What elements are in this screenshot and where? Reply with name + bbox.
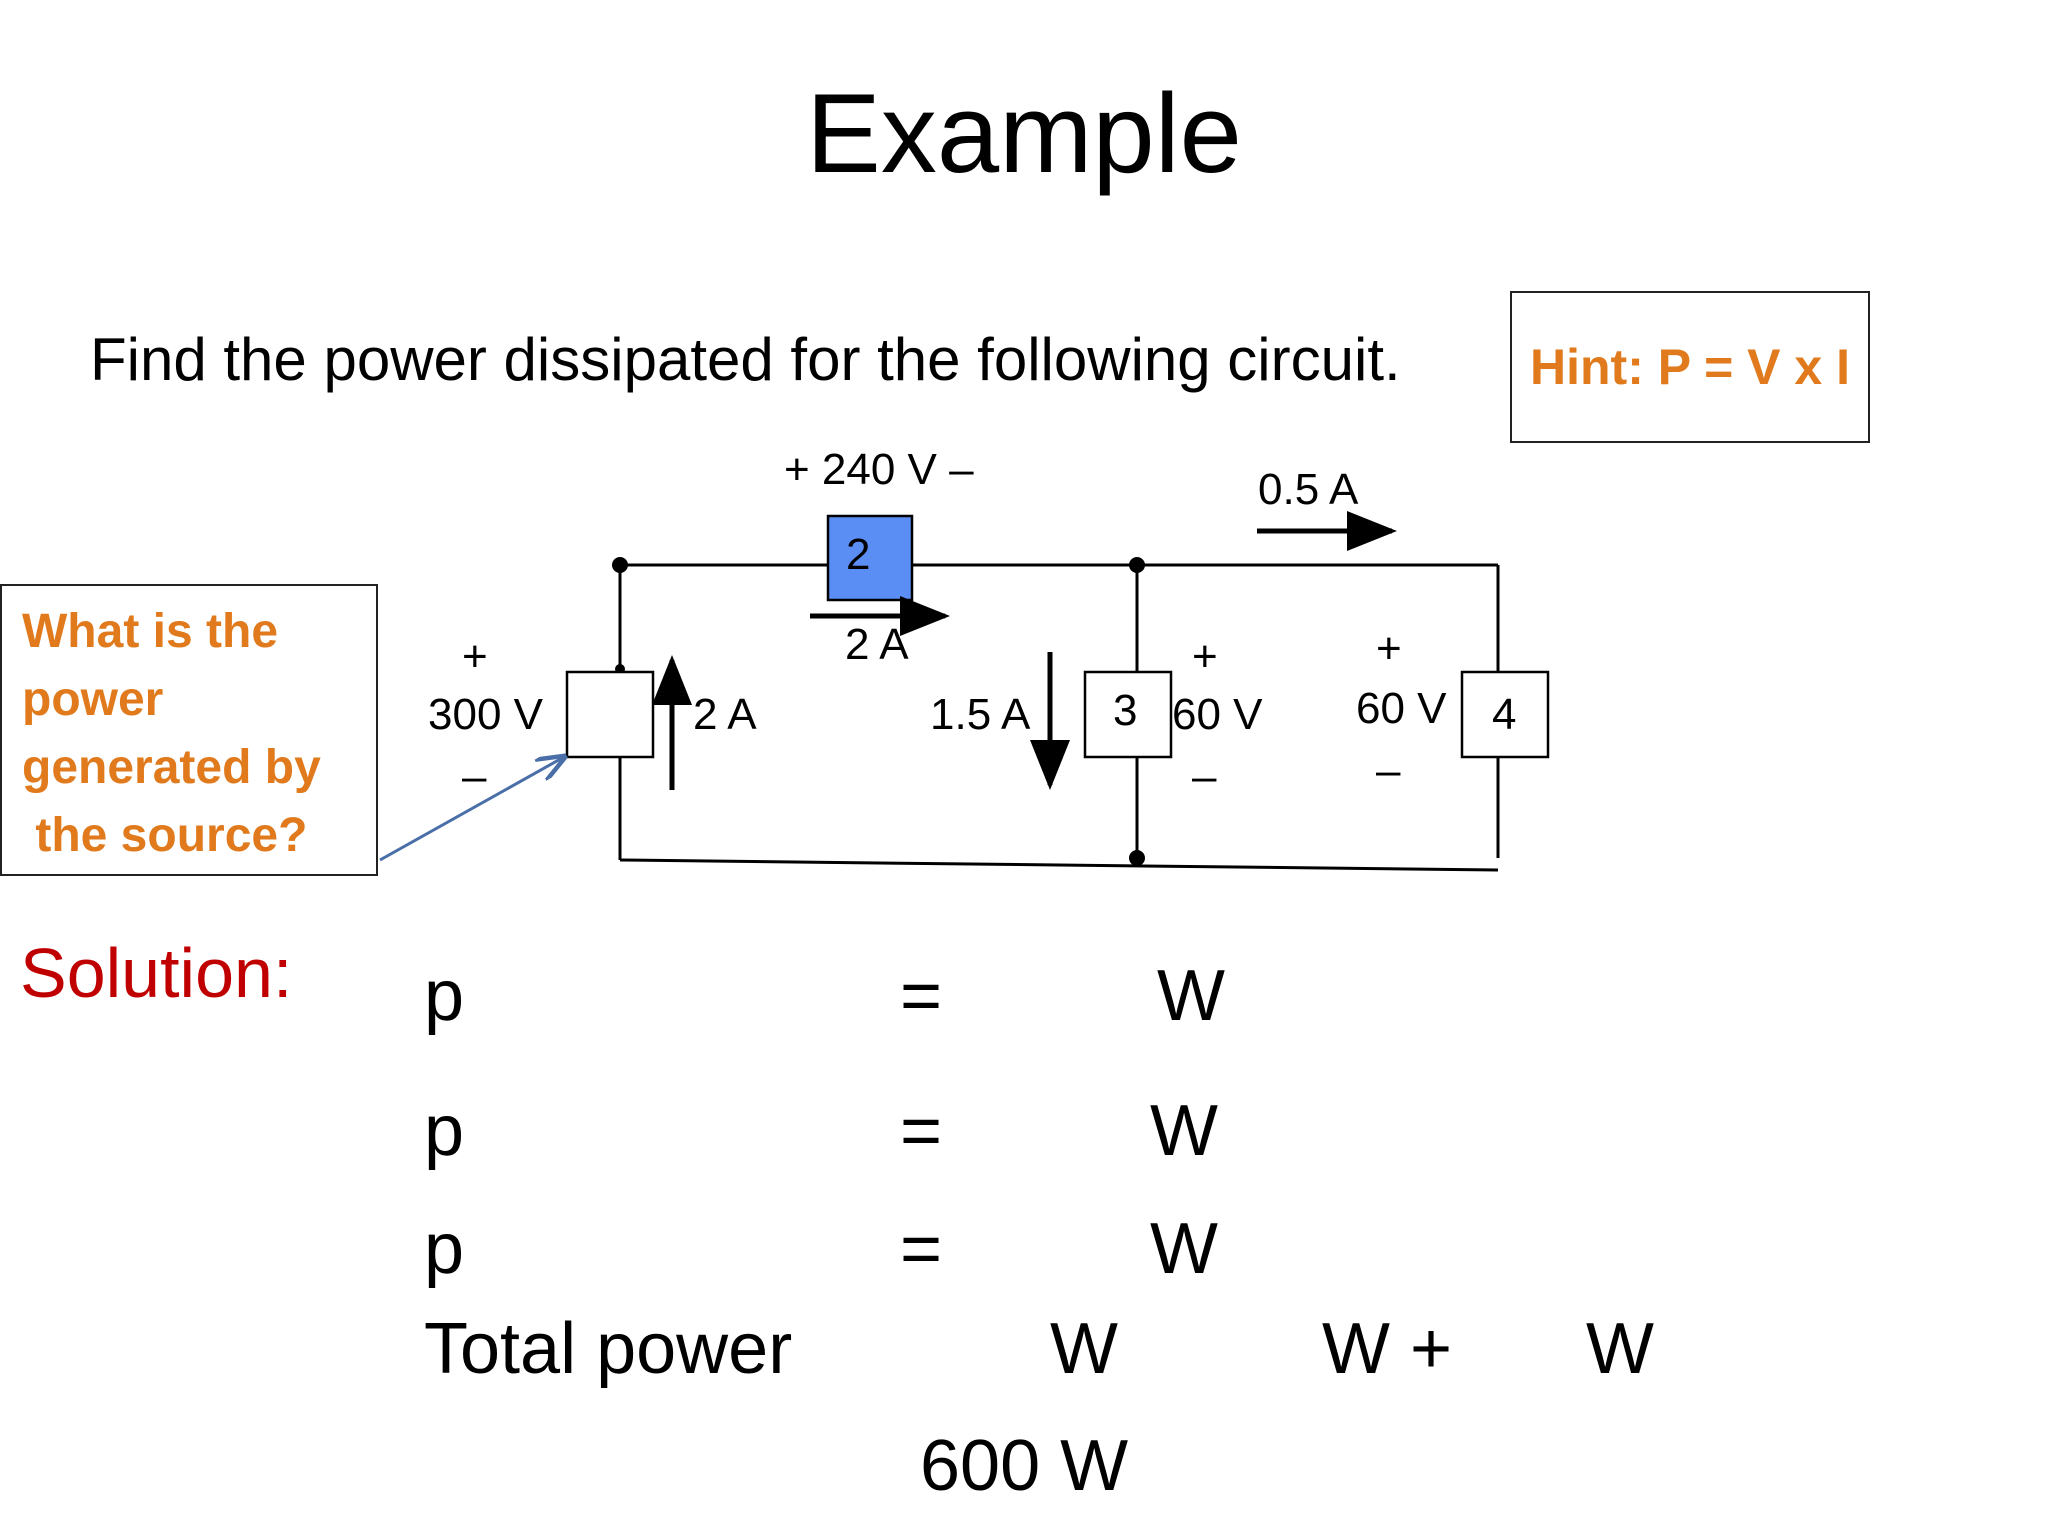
element-4-box [1460, 670, 1550, 759]
element-3-box [1083, 670, 1173, 759]
slide-title: Example [806, 71, 1242, 196]
total-power-w3: W [1586, 1309, 1654, 1389]
callout-line-3: generated by [22, 741, 321, 794]
element-2-voltage: + 240 V – [784, 445, 974, 494]
element-2-label: 2 [846, 530, 871, 579]
source-current: 2 A [693, 690, 757, 739]
element-3-voltage: 60 V [1172, 690, 1263, 739]
source-box [565, 670, 655, 759]
source-plus: + [462, 632, 488, 681]
element-3-plus: + [1192, 632, 1218, 681]
node-top-mid [1129, 557, 1145, 573]
source-minus: – [462, 752, 487, 801]
wire-bottom [619, 858, 1499, 872]
solution-row-2-eq: = [900, 1091, 943, 1171]
total-power-label: Total power [424, 1309, 793, 1389]
element-3-label: 3 [1113, 686, 1138, 735]
hint-text: Hint: P = V x I [1530, 339, 1850, 395]
node-bottom-mid [1129, 850, 1145, 866]
element-4-voltage: 60 V [1356, 684, 1447, 733]
total-power-w2: W + [1322, 1309, 1453, 1389]
element-2-current: 2 A [845, 620, 909, 669]
total-power-w1: W [1050, 1309, 1118, 1389]
element-2-box [826, 514, 914, 602]
element-3-current: 1.5 A [930, 690, 1031, 739]
callout-pointer-arrow [379, 757, 564, 862]
hint-box: Hint: P = V x I [1510, 291, 1870, 443]
solution-label: Solution: [20, 934, 293, 1012]
solution-row-1-p: p [424, 956, 465, 1036]
callout-line-4: the source? [22, 809, 308, 862]
source-voltage: 300 V [428, 690, 543, 739]
element-4-minus: – [1376, 746, 1401, 795]
solution-row-1-unit: W [1157, 956, 1225, 1036]
element-4-current: 0.5 A [1258, 465, 1359, 514]
callout-line-2: power [22, 673, 164, 726]
question-text: Find the power dissipated for the follow… [90, 326, 1401, 393]
solution-row-3-p: p [424, 1209, 465, 1289]
solution-row-2-unit: W [1150, 1091, 1218, 1171]
solution-row-3-eq: = [900, 1209, 943, 1289]
total-power-result: 600 W [920, 1426, 1129, 1506]
element-4-label: 4 [1492, 690, 1517, 739]
node-top-left [612, 557, 628, 573]
callout-line-1: What is the [22, 605, 279, 658]
element-3-minus: – [1192, 752, 1217, 801]
element-4-plus: + [1376, 624, 1402, 673]
solution-row-2-p: p [424, 1091, 465, 1171]
solution-row-1-eq: = [900, 956, 943, 1036]
solution-row-3-unit: W [1150, 1209, 1218, 1289]
callout-box: What is the power generated by the sourc… [0, 584, 378, 876]
